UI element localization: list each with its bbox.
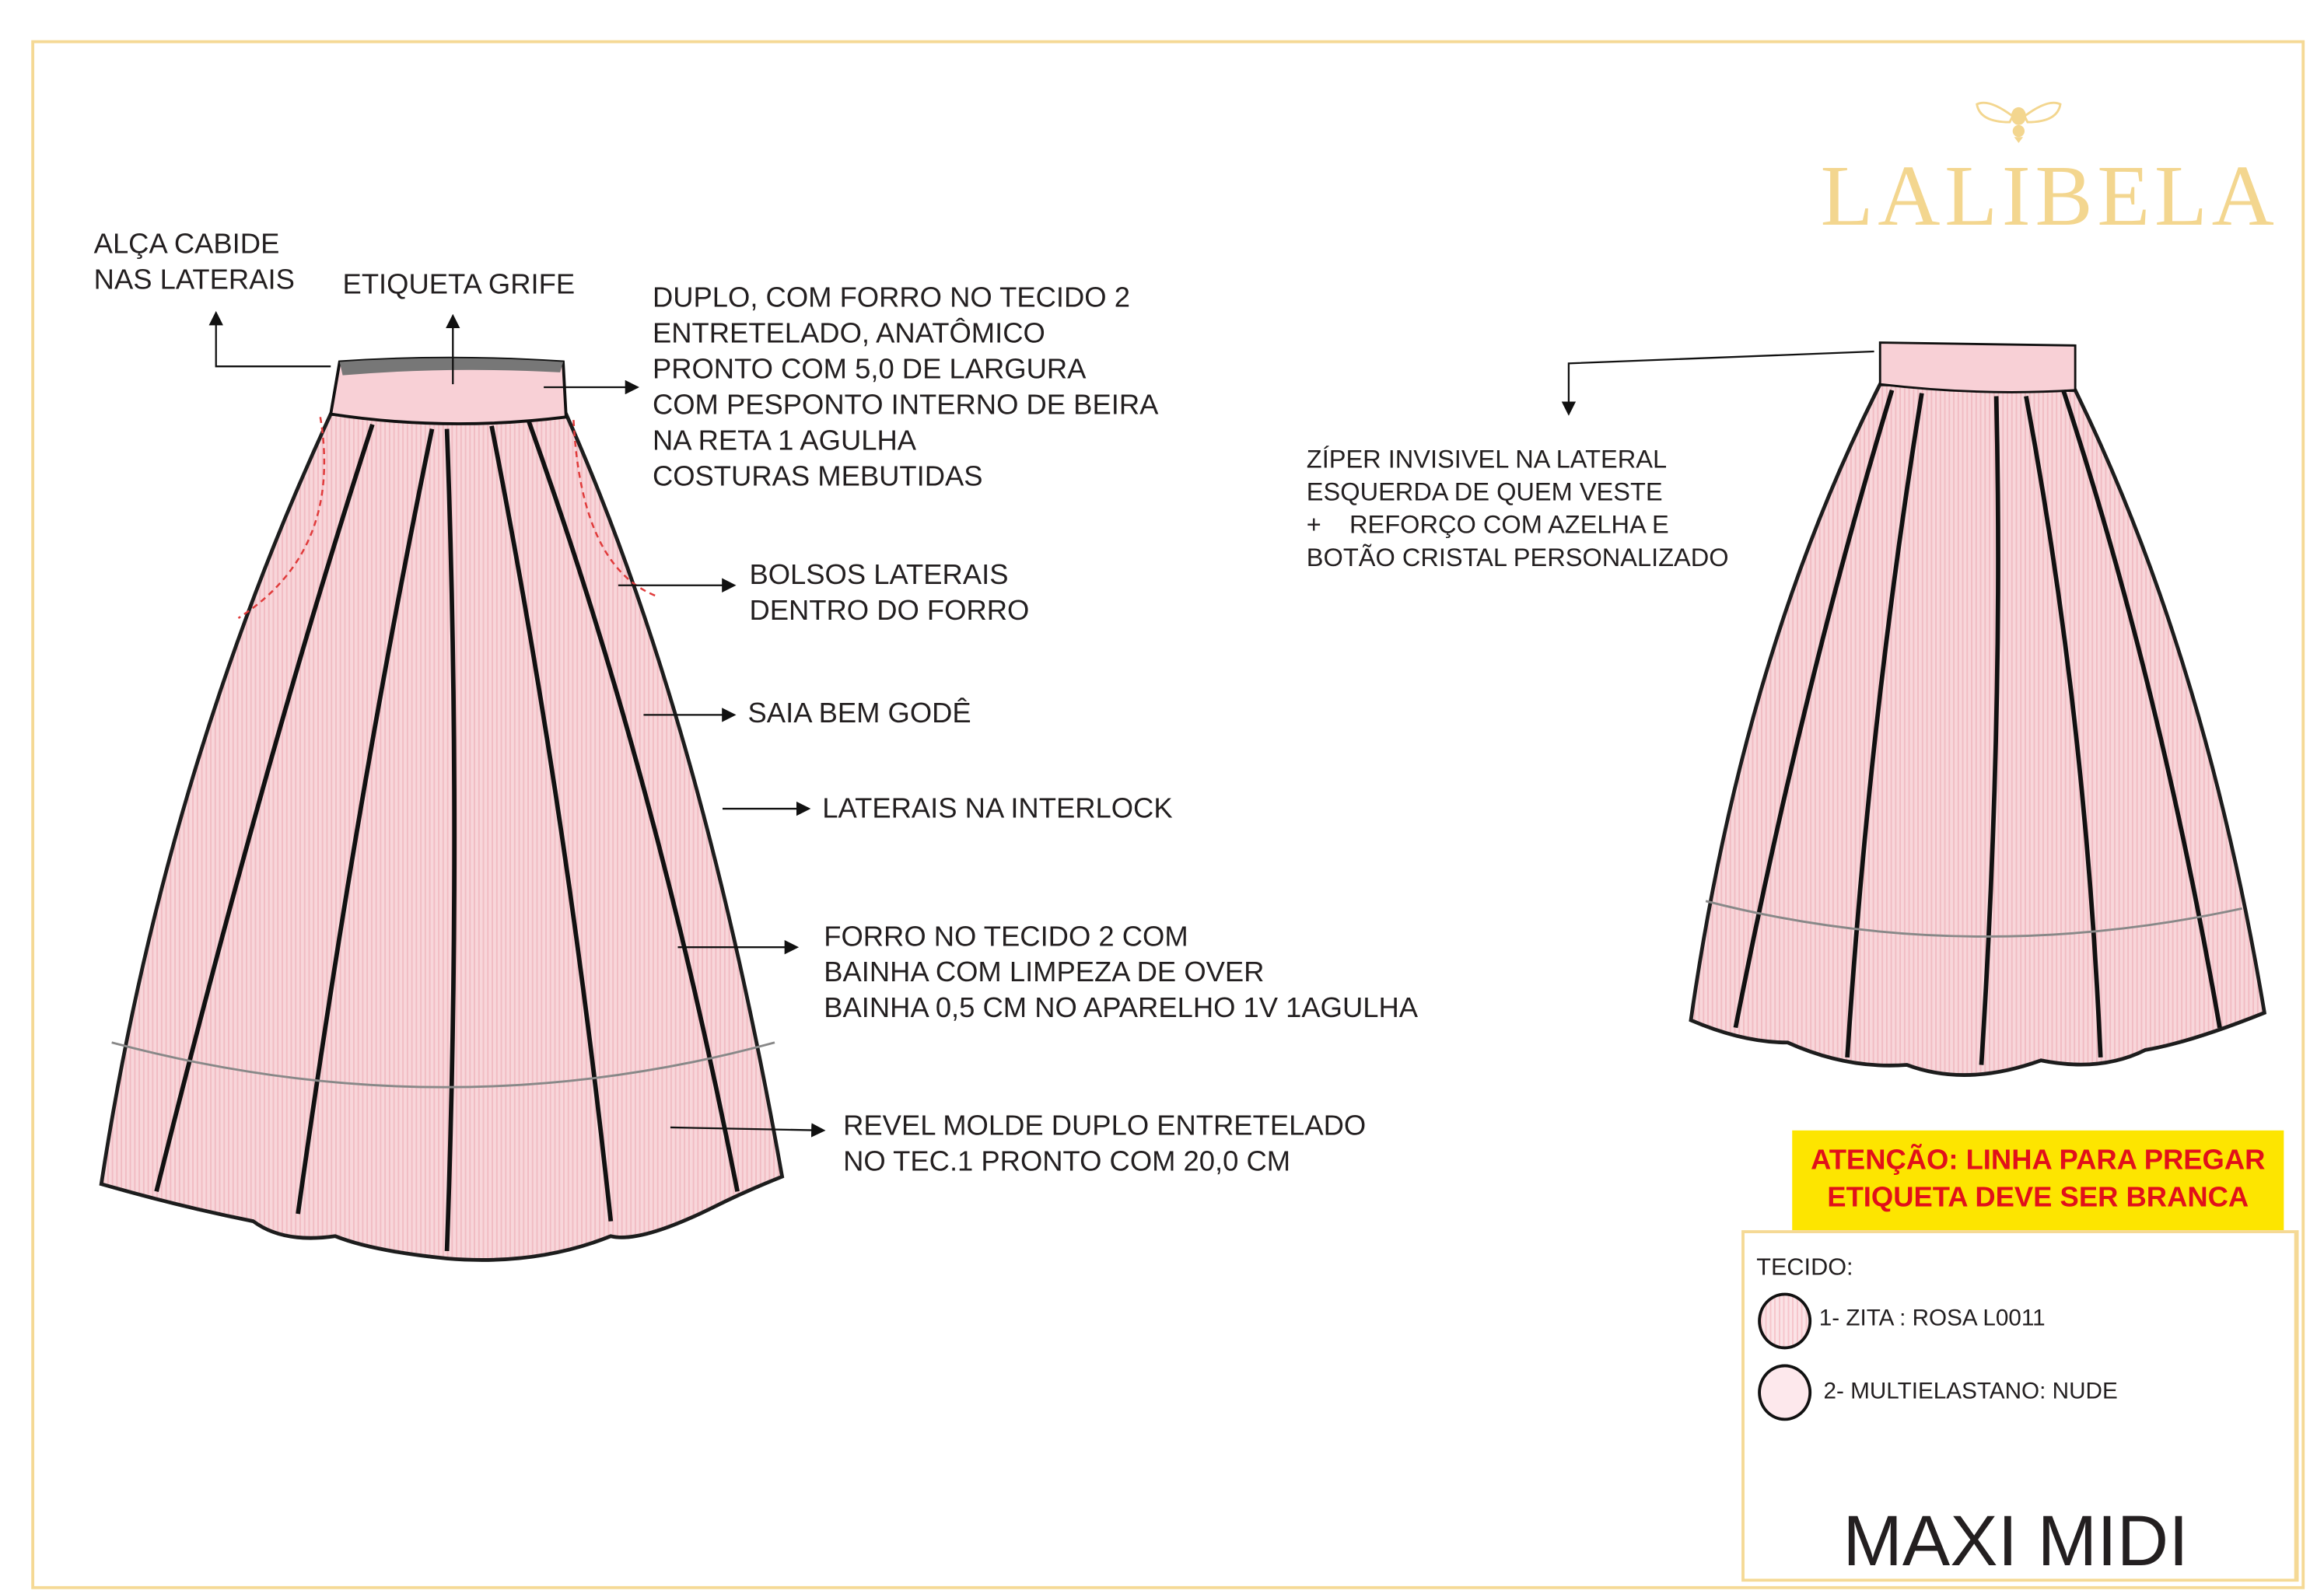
zipper-note: ZÍPER INVISIVEL NA LATERAL ESQUERDA DE Q… <box>1307 444 1729 575</box>
note-line: ZÍPER INVISIVEL NA LATERAL <box>1306 445 1668 474</box>
brand-label-note: ETIQUETA GRIFE <box>342 269 576 301</box>
note-line: NO TEC.1 PRONTO COM 20,0 CM <box>843 1146 1291 1179</box>
model-name: MAXI MIDI <box>1843 1502 2189 1582</box>
warning-banner: ATENÇÃO: LINHA PARA PREGAR ETIQUETA DEVE… <box>1792 1130 2284 1231</box>
hanger-loop-note: ALÇA CABIDE NAS LATERAIS <box>94 228 295 299</box>
bee-icon <box>1976 101 2062 143</box>
facing-note: REVEL MOLDE DUPLO ENTRETELADO NO TEC.1 P… <box>843 1110 1366 1181</box>
fabric-swatch-nude <box>1758 1364 1812 1421</box>
skirt-note: SAIA BEM GODÊ <box>747 698 971 730</box>
note-line: + REFORÇO COM AZELHA E <box>1306 510 1669 540</box>
waistband-note: DUPLO, COM FORRO NO TECIDO 2 ENTRETELADO… <box>653 281 1158 496</box>
brand-logo: LALIBELA <box>1820 147 2279 245</box>
note-line: DENTRO DO FORRO <box>749 596 1030 627</box>
back-skirt <box>1561 341 2267 1077</box>
note-line: COSTURAS MEBUTIDAS <box>652 461 983 493</box>
note-line: BOLSOS LATERAIS <box>749 560 1009 592</box>
note-line: BOTÃO CRISTAL PERSONALIZADO <box>1306 544 1729 572</box>
warning-line: ATENÇÃO: LINHA PARA PREGAR <box>1811 1145 2266 1177</box>
note-line: FORRO NO TECIDO 2 COM <box>824 921 1188 953</box>
fabric-legend: TECIDO: 1- ZITA : ROSA L0011 2- MULTIELA… <box>1741 1230 2299 1582</box>
page-frame <box>31 40 2305 1589</box>
note-line: COM PESPONTO INTERNO DE BEIRA <box>652 390 1159 422</box>
note-line: ESQUERDA DE QUEM VESTE <box>1306 477 1663 507</box>
note-line: DUPLO, COM FORRO NO TECIDO 2 <box>652 282 1130 315</box>
fabric-swatch-rosa <box>1758 1292 1812 1350</box>
fabric-item: 2- MULTIELASTANO: NUDE <box>1823 1379 2118 1405</box>
warning-line: ETIQUETA DEVE SER BRANCA <box>1827 1182 2249 1215</box>
note-line: BAINHA COM LIMPEZA DE OVER <box>824 957 1265 989</box>
note-line: ENTRETELADO, ANATÔMICO <box>652 318 1045 351</box>
note-line: NAS LATERAIS <box>93 264 295 297</box>
fabric-title: TECIDO: <box>1756 1255 1853 1281</box>
note-line: ALÇA CABIDE <box>93 229 280 261</box>
note-line: PRONTO COM 5,0 DE LARGURA <box>652 354 1087 386</box>
fabric-item: 1- ZITA : ROSA L0011 <box>1818 1306 2046 1332</box>
pockets-note: BOLSOS LATERAIS DENTRO DO FORRO <box>749 558 1029 630</box>
lining-note: FORRO NO TECIDO 2 COM BAINHA COM LIMPEZA… <box>824 921 1418 1028</box>
sides-note: LATERAIS NA INTERLOCK <box>822 793 1173 826</box>
note-line: BAINHA 0,5 CM NO APARELHO 1V 1AGULHA <box>824 993 1419 1025</box>
note-line: NA RETA 1 AGULHA <box>652 425 917 458</box>
note-line: REVEL MOLDE DUPLO ENTRETELADO <box>843 1110 1367 1143</box>
front-skirt <box>99 310 826 1262</box>
